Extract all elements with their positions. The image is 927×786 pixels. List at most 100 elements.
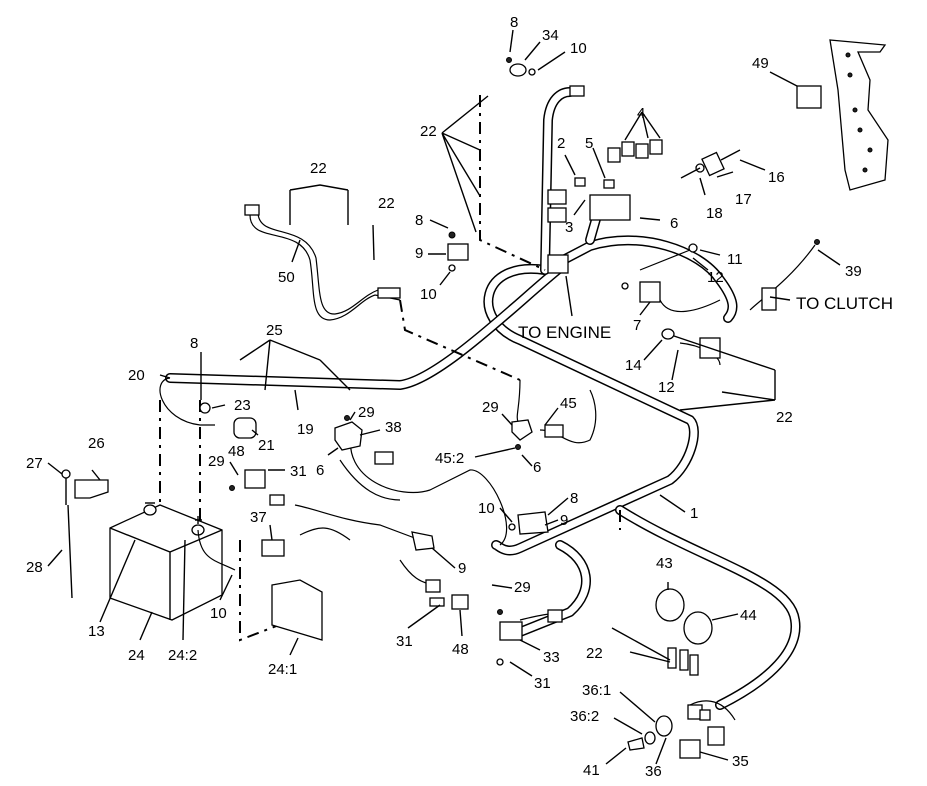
label-20: 20 bbox=[128, 367, 145, 384]
label-16: 16 bbox=[768, 169, 785, 186]
bracket-48-31-lower bbox=[425, 579, 469, 610]
label-38: 38 bbox=[385, 419, 402, 436]
switch-16-17-18 bbox=[680, 149, 741, 179]
relays-4 bbox=[589, 139, 663, 221]
label-24: 24 bbox=[128, 647, 145, 664]
label-24-2: 24:2 bbox=[168, 647, 197, 664]
cable-19-20-21-23 bbox=[199, 402, 257, 439]
label-12: 12 bbox=[707, 269, 724, 286]
label-48: 48 bbox=[228, 443, 245, 460]
label-22: 22 bbox=[420, 123, 437, 140]
ignition-switch-36 bbox=[627, 704, 725, 759]
label-14: 14 bbox=[625, 357, 642, 374]
label-45-2: 45:2 bbox=[435, 450, 464, 467]
label-21: 21 bbox=[258, 437, 275, 454]
label-26: 26 bbox=[88, 435, 105, 452]
label-36: 36 bbox=[645, 763, 662, 780]
label-22: 22 bbox=[776, 409, 793, 426]
switch-45 bbox=[511, 419, 564, 450]
clip-34 bbox=[506, 57, 585, 97]
label-29: 29 bbox=[482, 399, 499, 416]
label-9: 9 bbox=[415, 245, 423, 262]
label-6: 6 bbox=[533, 459, 541, 476]
bracket-8-9-10-lower bbox=[508, 511, 549, 535]
label-8: 8 bbox=[415, 212, 423, 229]
engine-connector bbox=[547, 254, 569, 274]
relay-38 bbox=[334, 415, 394, 465]
label-27: 27 bbox=[26, 455, 43, 472]
label-3: 3 bbox=[565, 219, 573, 236]
label-10: 10 bbox=[420, 286, 437, 303]
battery-13 bbox=[109, 502, 236, 621]
plug-37 bbox=[261, 539, 285, 557]
label-33: 33 bbox=[543, 649, 560, 666]
switch-14 bbox=[661, 328, 776, 371]
leader-lines bbox=[47, 29, 841, 765]
label-4: 4 bbox=[637, 105, 645, 122]
label-7: 7 bbox=[633, 317, 641, 334]
label-49: 49 bbox=[752, 55, 769, 72]
label-1: 1 bbox=[690, 505, 698, 522]
label-22: 22 bbox=[378, 195, 395, 212]
part-labels: 8 34 10 49 4 22 2 5 16 17 18 22 22 3 6 8… bbox=[26, 14, 893, 780]
label-43: 43 bbox=[656, 555, 673, 572]
label-2: 2 bbox=[557, 135, 565, 152]
label-39: 39 bbox=[845, 263, 862, 280]
bracket-48-31 bbox=[229, 469, 285, 506]
bracket-8-9-10 bbox=[447, 231, 469, 272]
label-19: 19 bbox=[297, 421, 314, 438]
label-37: 37 bbox=[250, 509, 267, 526]
label-8: 8 bbox=[190, 335, 198, 352]
label-41: 41 bbox=[583, 762, 600, 779]
label-8: 8 bbox=[570, 490, 578, 507]
label-13: 13 bbox=[88, 623, 105, 640]
label-29: 29 bbox=[514, 579, 531, 596]
label-29: 29 bbox=[358, 404, 375, 421]
label-12: 12 bbox=[658, 379, 675, 396]
to-clutch-label: TO CLUTCH bbox=[796, 294, 893, 313]
cable-50 bbox=[244, 204, 401, 299]
label-8: 8 bbox=[510, 14, 518, 31]
label-10: 10 bbox=[570, 40, 587, 57]
label-5: 5 bbox=[585, 135, 593, 152]
label-35: 35 bbox=[732, 753, 749, 770]
label-48: 48 bbox=[452, 641, 469, 658]
to-engine-label: TO ENGINE bbox=[518, 323, 611, 342]
label-31: 31 bbox=[534, 675, 551, 692]
gauges-43-44 bbox=[655, 588, 713, 676]
terminal-cover-24-1 bbox=[271, 579, 323, 641]
label-28: 28 bbox=[26, 559, 43, 576]
label-18: 18 bbox=[706, 205, 723, 222]
label-44: 44 bbox=[740, 607, 757, 624]
label-36-1: 36:1 bbox=[582, 682, 611, 699]
label-11: 11 bbox=[727, 251, 743, 268]
label-10: 10 bbox=[478, 500, 495, 517]
label-31: 31 bbox=[290, 463, 307, 480]
branch-wires bbox=[159, 211, 816, 721]
sensor-7 bbox=[621, 281, 661, 303]
label-22: 22 bbox=[586, 645, 603, 662]
label-6: 6 bbox=[316, 462, 324, 479]
label-24-1: 24:1 bbox=[268, 661, 297, 678]
label-9: 9 bbox=[458, 560, 466, 577]
label-34: 34 bbox=[542, 27, 559, 44]
mounting-bracket-49 bbox=[796, 39, 889, 191]
label-10: 10 bbox=[210, 605, 227, 622]
label-50: 50 bbox=[278, 269, 295, 286]
label-9: 9 bbox=[560, 512, 568, 529]
clip-9 bbox=[411, 531, 435, 551]
label-29: 29 bbox=[208, 453, 225, 470]
label-31: 31 bbox=[396, 633, 413, 650]
label-45: 45 bbox=[560, 395, 577, 412]
connectors-2-3-5 bbox=[547, 177, 615, 223]
hold-down-26-27-28 bbox=[61, 469, 109, 599]
washer-11 bbox=[688, 243, 698, 253]
label-17: 17 bbox=[735, 191, 752, 208]
label-6: 6 bbox=[670, 215, 678, 232]
label-22: 22 bbox=[310, 160, 327, 177]
label-25: 25 bbox=[266, 322, 283, 339]
relay-33 bbox=[496, 609, 563, 666]
clutch-connector-39 bbox=[761, 239, 820, 311]
label-36-2: 36:2 bbox=[570, 708, 599, 725]
